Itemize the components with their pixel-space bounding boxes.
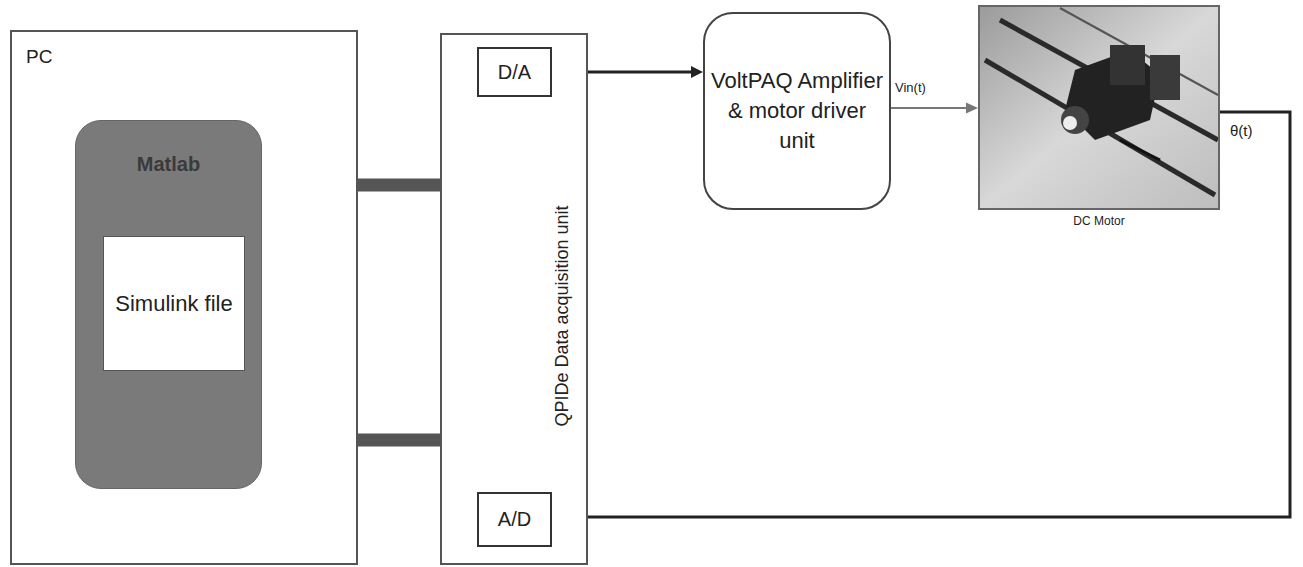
node-text: A/D bbox=[492, 502, 537, 537]
node-text: D/A bbox=[492, 55, 537, 90]
arrow-head bbox=[691, 66, 703, 78]
node-text: VoltPAQ Amplifier & motor driver unit bbox=[705, 62, 889, 159]
amplifier-box: VoltPAQ Amplifier & motor driver unit bbox=[703, 12, 891, 210]
node-text: QPIDe Data acquisition unit bbox=[551, 116, 573, 516]
node-text: Simulink file bbox=[109, 285, 238, 323]
matlab-box: MatlabSimulink file bbox=[75, 120, 262, 489]
signal-label: Vin(t) bbox=[893, 80, 928, 95]
node-text: Matlab bbox=[76, 153, 261, 176]
ad-box: A/D bbox=[477, 492, 552, 547]
simulink-box: Simulink file bbox=[103, 236, 245, 371]
da-box: D/A bbox=[477, 47, 552, 97]
motor-box: DC Motor bbox=[978, 5, 1220, 210]
signal-connector bbox=[563, 112, 1290, 517]
daq-box: QPIDe Data acquisition unit D/A A/D bbox=[440, 33, 588, 565]
signal-connector bbox=[891, 107, 967, 109]
pc-box: PC MatlabSimulink file bbox=[10, 30, 358, 565]
arrow-head bbox=[966, 103, 978, 114]
node-text: PC bbox=[26, 46, 52, 68]
node-text: DC Motor bbox=[980, 214, 1218, 228]
signal-label: θ(t) bbox=[1228, 122, 1255, 139]
motor-illustration bbox=[978, 5, 1220, 210]
